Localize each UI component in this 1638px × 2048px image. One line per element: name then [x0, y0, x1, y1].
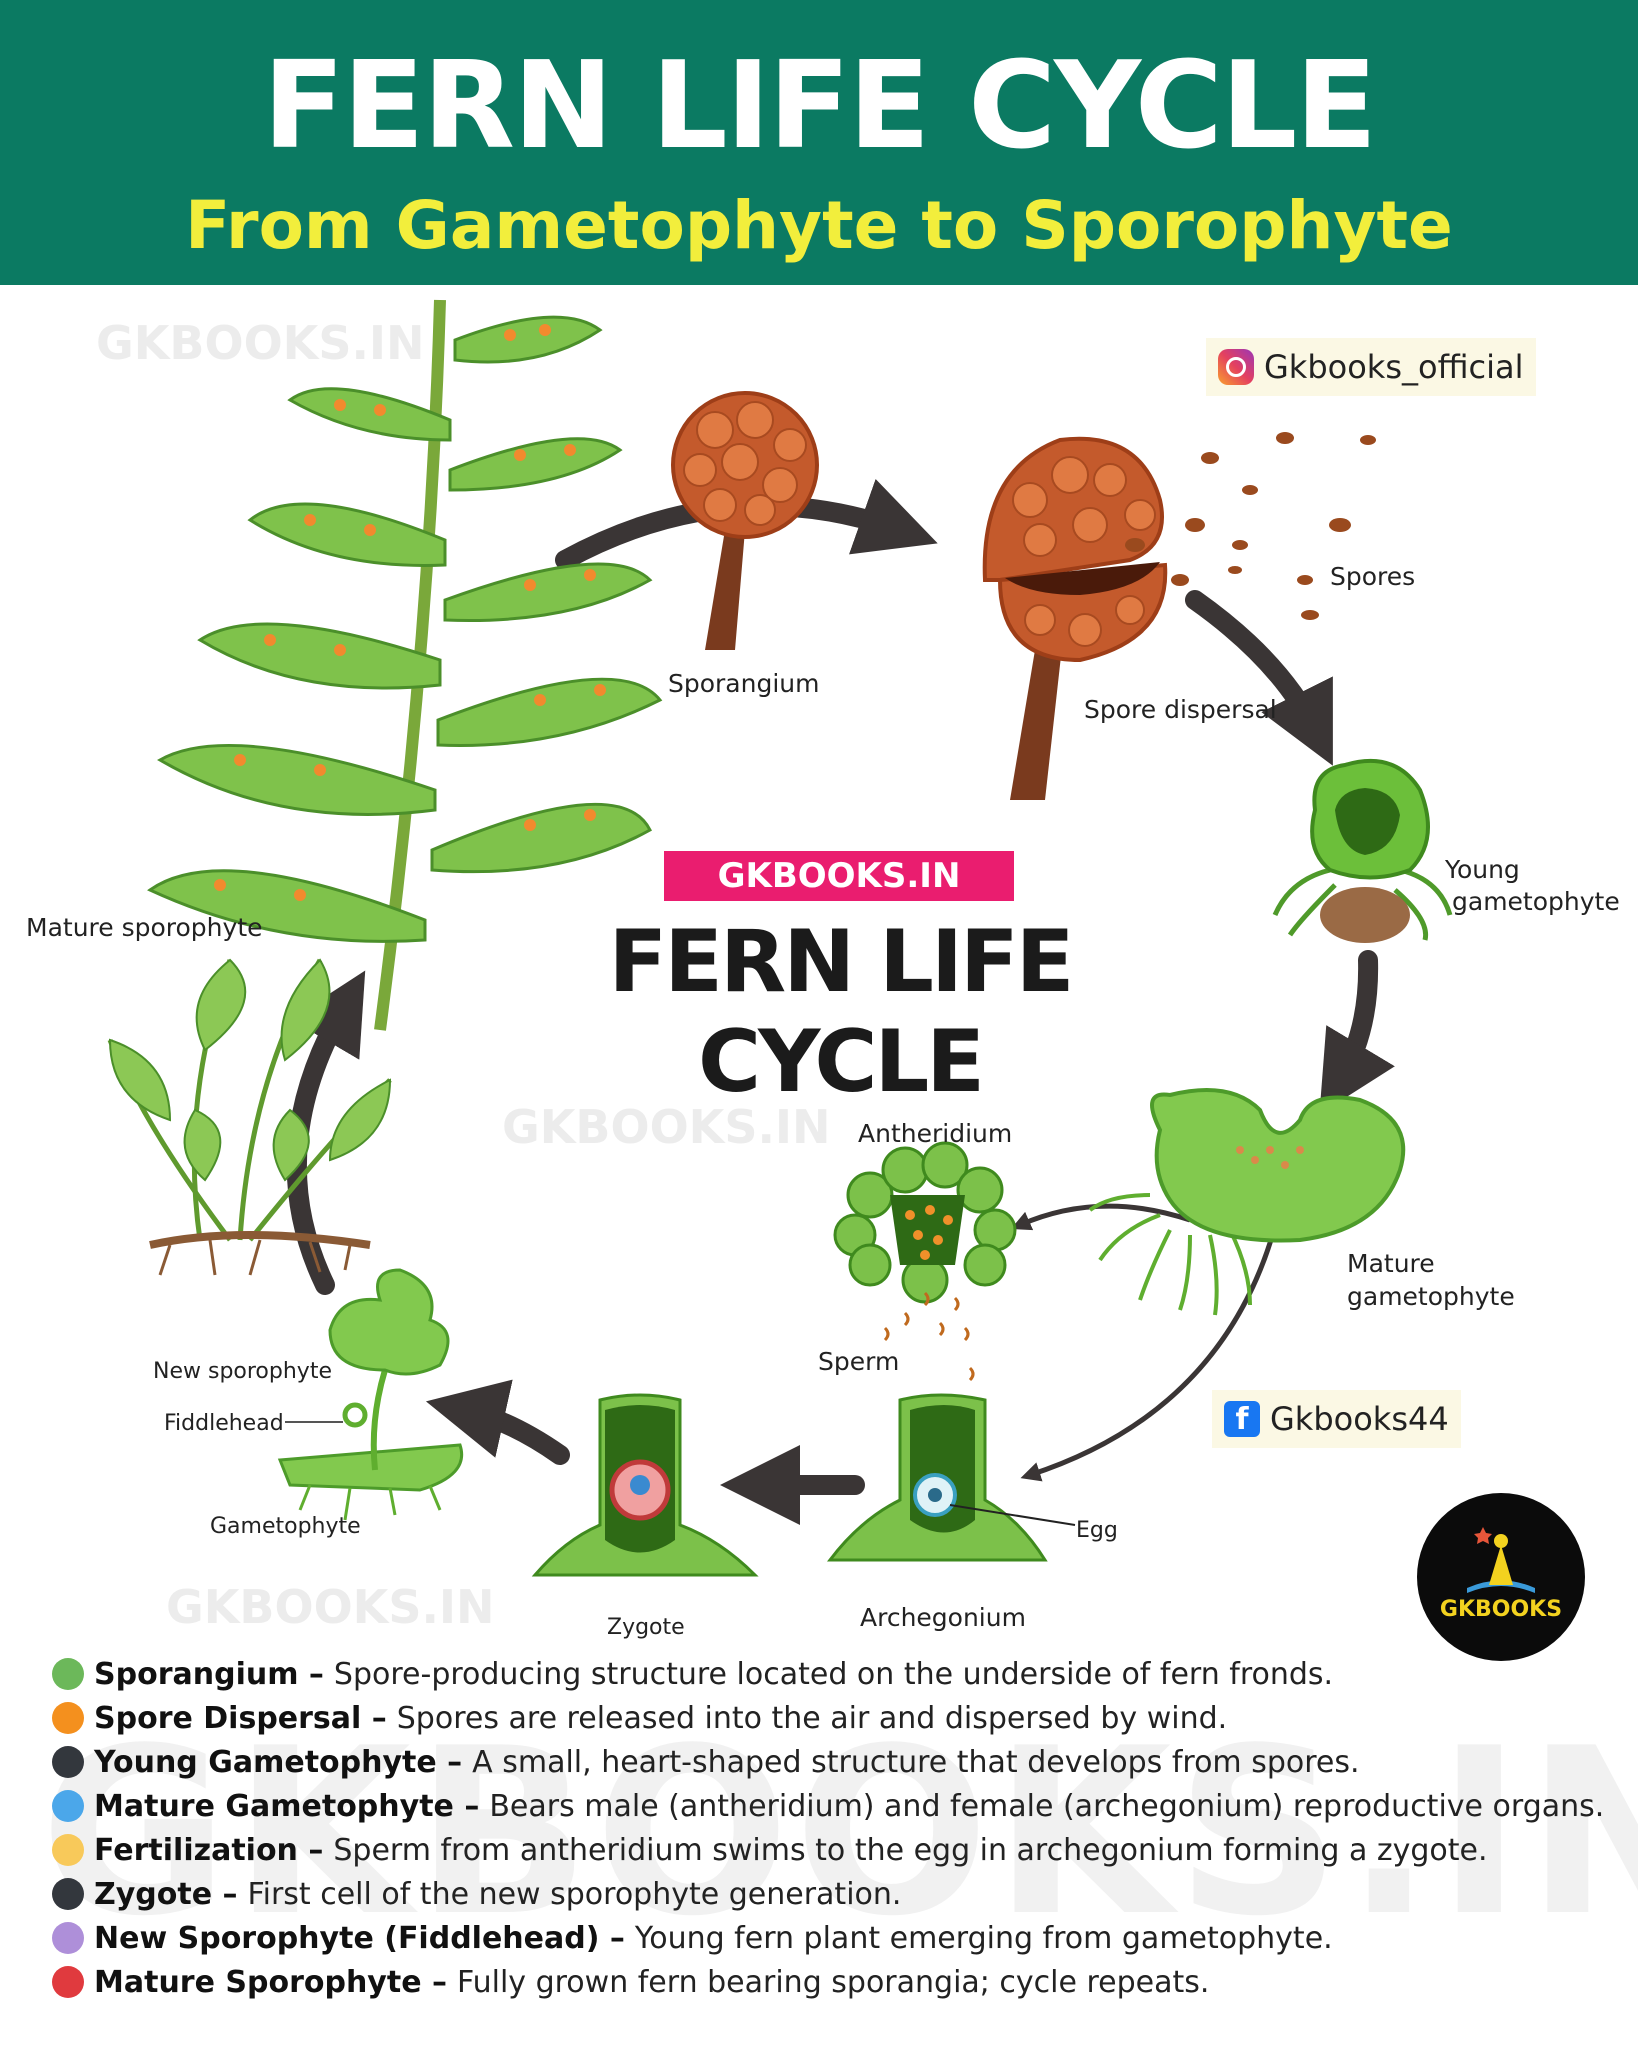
label-mature-gametophyte-line1: Mature	[1347, 1249, 1435, 1278]
label-archegonium: Archegonium	[860, 1603, 1026, 1632]
label-sperm: Sperm	[818, 1347, 899, 1376]
life-cycle-diagram: Sporangium Spore dispersal Spores Young …	[26, 299, 1620, 1640]
legend-dot	[52, 1658, 84, 1690]
legend-dot	[52, 1746, 84, 1778]
instagram-handle-text: Gkbooks_official	[1264, 348, 1524, 386]
legend: Sporangium – Spore-producing structure l…	[52, 1652, 1612, 2004]
legend-item: Young Gametophyte – A small, heart-shape…	[52, 1740, 1612, 1784]
legend-item: New Sporophyte (Fiddlehead) – Young fern…	[52, 1916, 1612, 1960]
label-new-sporophyte: New sporophyte	[153, 1359, 332, 1384]
legend-desc: Fully grown fern bearing sporangia; cycl…	[457, 1964, 1210, 2000]
watermark-bottom-left: GKBOOKS.IN	[166, 1580, 495, 1634]
label-zygote: Zygote	[607, 1615, 685, 1640]
label-gametophyte: Gametophyte	[210, 1514, 361, 1539]
label-young-gametophyte-line1: Young	[1444, 855, 1520, 884]
label-sporangium: Sporangium	[668, 669, 820, 698]
gkbooks-logo: GKBOOKS	[1417, 1493, 1585, 1661]
legend-term: Spore Dispersal –	[94, 1700, 387, 1736]
facebook-handle-text: Gkbooks44	[1270, 1400, 1449, 1438]
arrow-young-to-mature	[1319, 950, 1395, 1115]
spores-icon	[1125, 432, 1376, 620]
legend-desc: Spores are released into the air and dis…	[396, 1700, 1228, 1736]
legend-desc: Sperm from antheridium swims to the egg …	[333, 1832, 1488, 1868]
header-banner	[0, 0, 1638, 285]
arrow-zygote-to-new-sporophyte	[425, 1379, 570, 1465]
legend-term: Mature Sporophyte –	[94, 1964, 447, 2000]
legend-item: Zygote – First cell of the new sporophyt…	[52, 1872, 1612, 1916]
legend-term: Fertilization –	[94, 1832, 324, 1868]
legend-desc: Bears male (antheridium) and female (arc…	[489, 1788, 1605, 1824]
logo-text: GKBOOKS	[1439, 1597, 1563, 1622]
legend-desc: Young fern plant emerging from gametophy…	[634, 1920, 1333, 1956]
legend-dot	[52, 1922, 84, 1954]
legend-dot	[52, 1878, 84, 1910]
antheridium-icon	[833, 1141, 1017, 1382]
fiddlehead-icon	[342, 1402, 368, 1428]
young-gametophyte-icon	[1272, 758, 1453, 943]
label-spores: Spores	[1330, 562, 1415, 591]
watermark-large: GKBOOKS.IN	[40, 1700, 1638, 1967]
legend-desc: First cell of the new sporophyte generat…	[247, 1876, 902, 1912]
legend-term: Zygote –	[94, 1876, 238, 1912]
legend-item: Fertilization – Sperm from antheridium s…	[52, 1828, 1612, 1872]
legend-dot	[52, 1702, 84, 1734]
mature-gametophyte-icon	[1088, 1088, 1406, 1316]
book-icon	[1467, 1527, 1535, 1593]
legend-term: New Sporophyte (Fiddlehead) –	[94, 1920, 625, 1956]
legend-term: Young Gametophyte –	[94, 1744, 463, 1780]
legend-item: Sporangium – Spore-producing structure l…	[52, 1652, 1612, 1696]
mature-sporophyte-plant-icon	[107, 958, 392, 1276]
archegonium-icon	[826, 1393, 1076, 1562]
watermark-center: GKBOOKS.IN	[502, 1100, 831, 1154]
label-young-gametophyte-line2: gametophyte	[1452, 887, 1620, 916]
label-spore-dispersal: Spore dispersal	[1084, 695, 1277, 724]
watermark-top-left: GKBOOKS.IN	[96, 316, 425, 370]
label-mature-gametophyte-line2: gametophyte	[1347, 1282, 1515, 1311]
legend-dot	[52, 1834, 84, 1866]
facebook-icon: f	[1224, 1401, 1260, 1437]
page-subtitle: From Gametophyte to Sporophyte	[185, 187, 1453, 264]
label-antheridium: Antheridium	[858, 1119, 1012, 1148]
center-title: FERN LIFE CYCLE	[608, 912, 1075, 1112]
legend-dot	[52, 1790, 84, 1822]
legend-term: Mature Gametophyte –	[94, 1788, 480, 1824]
page-title: FERN LIFE CYCLE	[262, 37, 1378, 176]
legend-desc: Spore-producing structure located on the…	[333, 1656, 1334, 1692]
label-mature-sporophyte: Mature sporophyte	[26, 913, 263, 942]
legend-item: Spore Dispersal – Spores are released in…	[52, 1696, 1612, 1740]
legend-term: Sporangium –	[94, 1656, 324, 1692]
spore-dispersal-icon	[982, 432, 1376, 800]
legend-item: Mature Sporophyte – Fully grown fern bea…	[52, 1960, 1612, 2004]
center-tag: GKBOOKS.IN	[664, 851, 1014, 901]
label-fiddlehead: Fiddlehead	[164, 1411, 284, 1436]
zygote-icon	[531, 1393, 759, 1577]
new-sporophyte-icon	[277, 1268, 463, 1521]
sperm-icon	[883, 1291, 975, 1382]
instagram-icon	[1218, 349, 1254, 385]
facebook-handle[interactable]: f Gkbooks44	[1212, 1390, 1461, 1448]
legend-desc: A small, heart-shaped structure that dev…	[472, 1744, 1360, 1780]
legend-item: Mature Gametophyte – Bears male (antheri…	[52, 1784, 1612, 1828]
label-egg: Egg	[1076, 1518, 1118, 1543]
arrow-dispersal-to-young	[1185, 590, 1333, 766]
arrow-mature-gametophyte-to-antheridium	[1010, 1203, 1191, 1231]
mature-sporophyte-frond-icon	[147, 299, 663, 1031]
legend-dot	[52, 1966, 84, 1998]
instagram-handle[interactable]: Gkbooks_official	[1206, 338, 1536, 396]
sporangium-icon	[671, 391, 819, 650]
